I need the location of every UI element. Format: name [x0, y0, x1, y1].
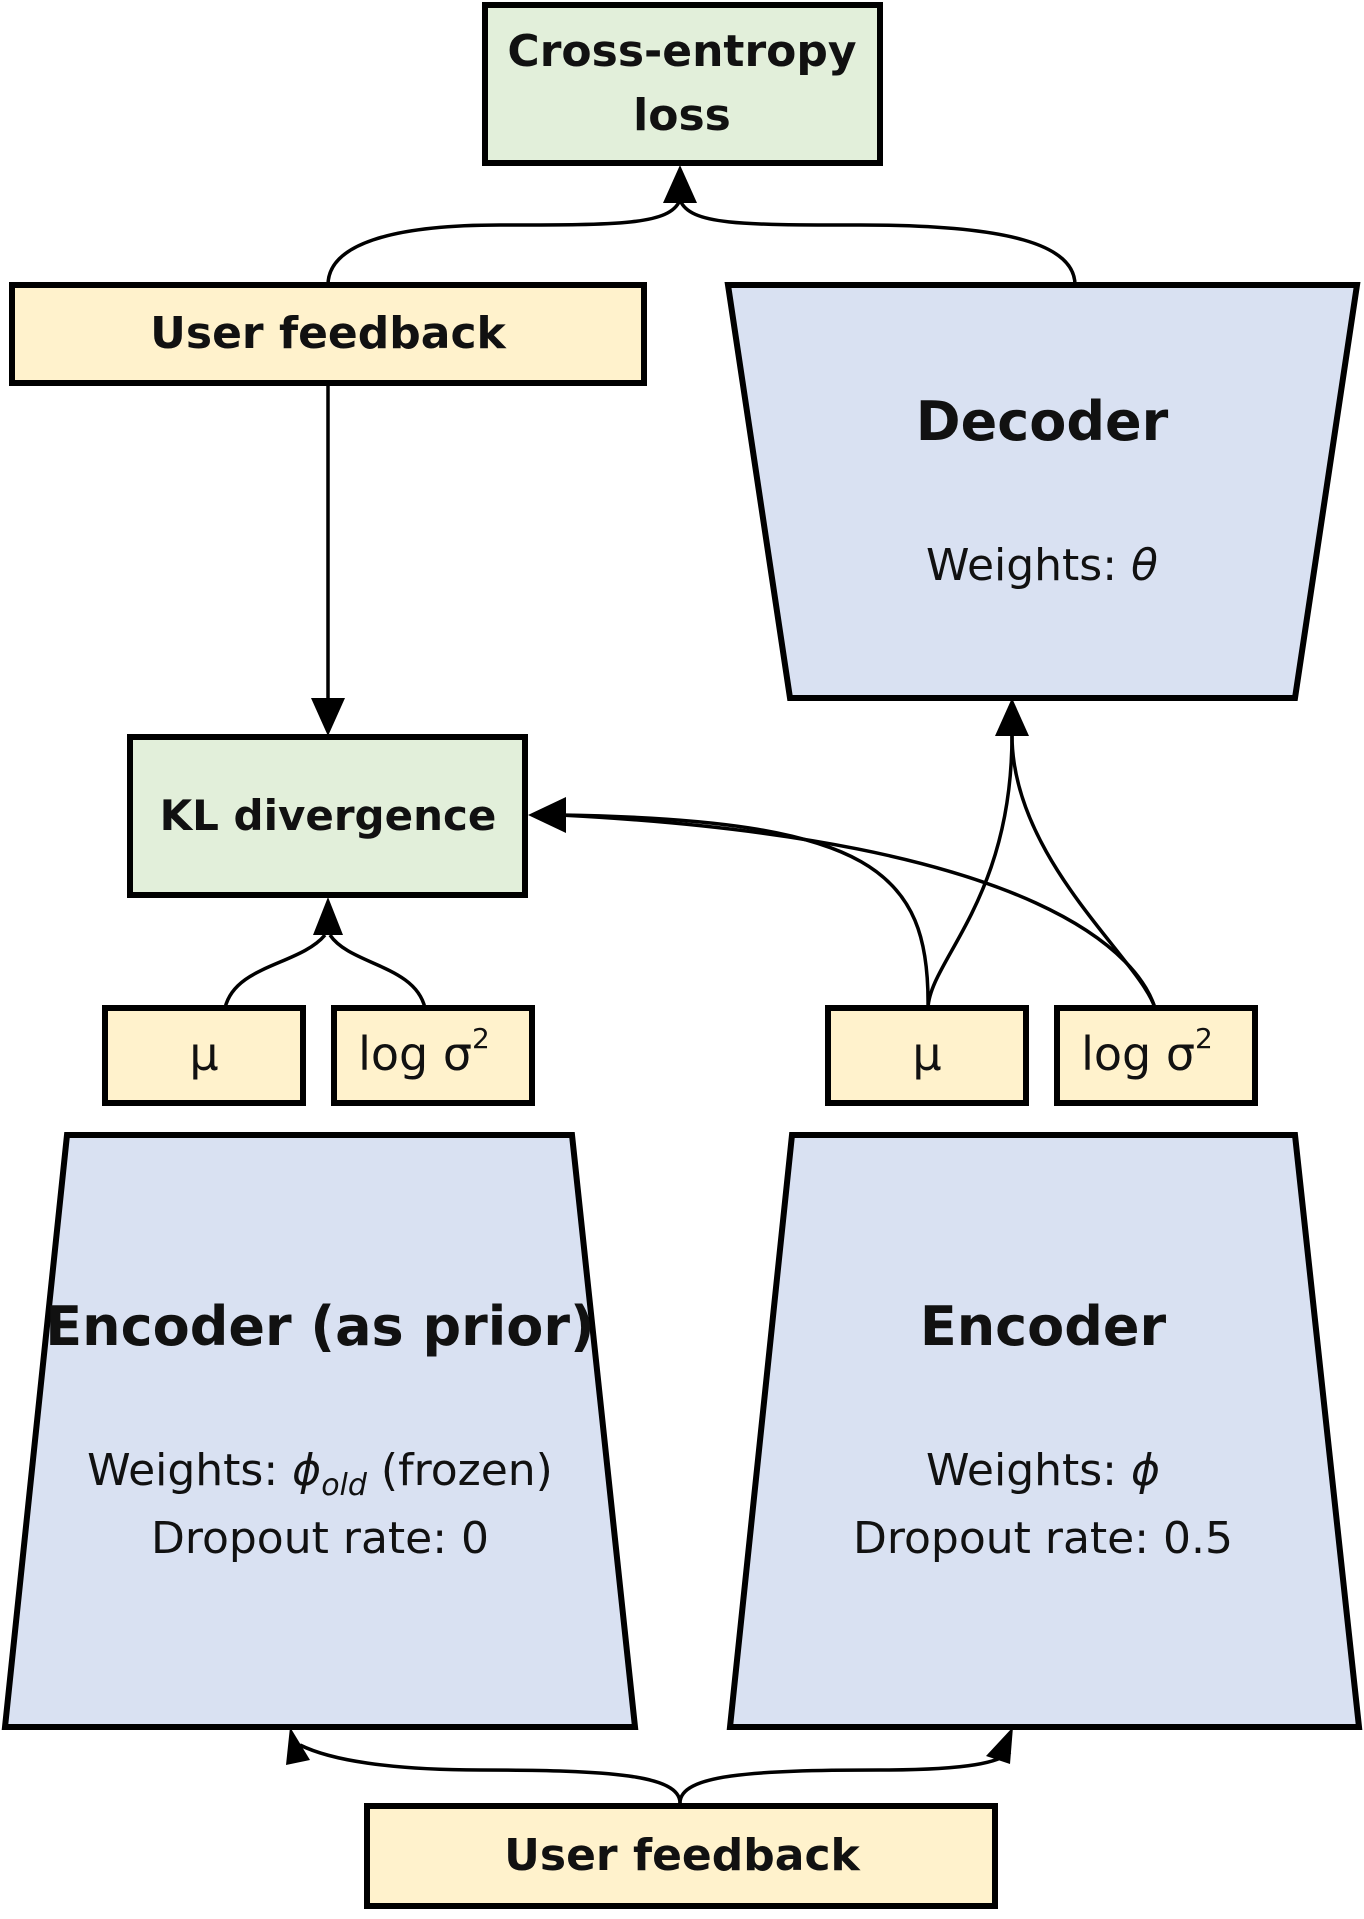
edge-prior-logvar-to-kl: [328, 933, 427, 1009]
decoder-title: Decoder: [916, 390, 1169, 453]
prior-logvar-exponent: 2: [472, 1022, 490, 1055]
user-feedback-top-label: User feedback: [150, 308, 507, 359]
kl-divergence-node: KL divergence: [127, 734, 528, 898]
prior-logvar-node: log σ2: [331, 1005, 535, 1106]
arrowhead-decoder: [995, 698, 1029, 736]
edge-logvar-to-decoder: [1010, 734, 1157, 1009]
user-feedback-bottom-node: User feedback: [364, 1803, 998, 1909]
arrowhead-loss: [663, 165, 697, 203]
encoder-prior-node: Encoder (as prior) Weights: ϕold (frozen…: [1, 1132, 639, 1730]
prior-mu-label: μ: [189, 1027, 218, 1081]
logvar-label: log σ2: [1081, 1022, 1213, 1081]
edge-prior-mu-to-kl: [223, 933, 327, 1009]
encoder-weights-label: Weights:: [926, 1445, 1131, 1496]
decoder-weights-label: Weights:: [926, 540, 1131, 591]
encoder-prior-weights-label: Weights:: [87, 1445, 292, 1496]
user-feedback-top-node: User feedback: [9, 282, 647, 386]
mu-label: μ: [912, 1027, 941, 1081]
cross-entropy-loss-node: Cross-entropy loss: [482, 2, 883, 166]
logvar-text: log σ: [1081, 1027, 1195, 1081]
kl-divergence-label: KL divergence: [160, 791, 497, 840]
edge-feedback-to-encoder: [678, 1750, 1012, 1804]
decoder-node: Decoder Weights: θ: [724, 282, 1361, 701]
encoder-prior-title: Encoder (as prior): [45, 1295, 594, 1358]
encoder-weights-symbol: ϕ: [1131, 1445, 1160, 1496]
encoder-prior-weights-subscript: old: [321, 1468, 368, 1503]
arrowhead-kl-top: [311, 698, 345, 736]
prior-logvar-label: log σ2: [358, 1022, 490, 1081]
edge-mu-to-decoder: [926, 734, 1014, 1009]
edge-feedback-to-prior-encoder: [299, 1743, 682, 1804]
user-feedback-bottom-label: User feedback: [504, 1830, 861, 1881]
decoder-weights: Weights: θ: [926, 540, 1158, 591]
mu-node: μ: [825, 1005, 1029, 1106]
arrowhead-encoder: [986, 1727, 1013, 1764]
logvar-node: log σ2: [1054, 1005, 1258, 1106]
prior-logvar-text: log σ: [358, 1027, 472, 1081]
edge-mu-to-kl: [559, 813, 930, 1009]
encoder-prior-dropout: Dropout rate: 0: [151, 1513, 489, 1564]
encoder-dropout: Dropout rate: 0.5: [853, 1513, 1233, 1564]
edge-logvar-to-kl: [559, 813, 1157, 1009]
encoder-prior-weights: Weights: ϕold (frozen): [87, 1445, 553, 1503]
encoder-prior-weights-note: (frozen): [367, 1445, 553, 1496]
arrowhead-kl-right: [528, 797, 566, 833]
prior-mu-node: μ: [102, 1005, 306, 1106]
cross-entropy-line1: Cross-entropy: [507, 26, 856, 77]
edge-feedback-to-loss: [326, 199, 682, 286]
encoder-title: Encoder: [920, 1295, 1167, 1358]
arrowhead-kl-bottom: [313, 897, 343, 935]
encoder-prior-weights-symbol: ϕ: [292, 1445, 321, 1496]
logvar-exponent: 2: [1195, 1022, 1213, 1055]
arrowhead-prior-encoder: [286, 1727, 310, 1765]
edge-decoder-to-loss: [678, 199, 1077, 286]
encoder-weights: Weights: ϕ: [926, 1445, 1160, 1496]
encoder-node: Encoder Weights: ϕ Dropout rate: 0.5: [726, 1132, 1363, 1730]
cross-entropy-line2: loss: [633, 90, 731, 141]
decoder-weights-symbol: θ: [1131, 540, 1158, 591]
